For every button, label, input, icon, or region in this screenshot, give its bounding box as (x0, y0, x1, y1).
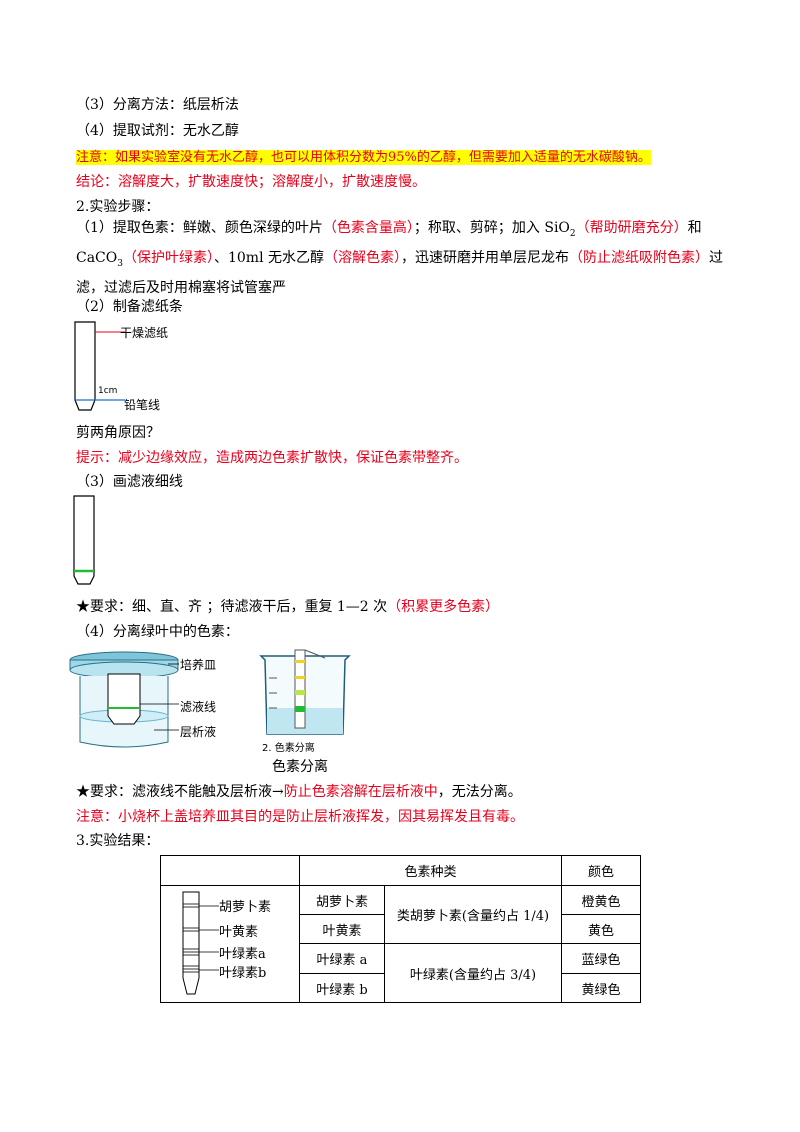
step1-m: 滤，过滤后及时用棉塞将试管塞严 (76, 279, 286, 296)
step1-a: （1）提取色素：鲜嫩、颜色深绿的叶片 (76, 220, 323, 236)
step1-sub2: 2 (569, 228, 576, 239)
step1-sub3: 3 (117, 258, 123, 269)
strip-label-carotene: 胡萝卜素 (219, 900, 272, 915)
requirement-1: ★要求：细、直、齐 ；待滤液干后，重复 1—2 次（积累更多色素） (76, 598, 499, 616)
steps-title: 2.实验步骤： (76, 199, 160, 215)
group-chlorophylls: 叶绿素(含量约占 3/4) (384, 943, 562, 1003)
step1-g: （保护叶绿素） (122, 249, 214, 266)
step1-paragraph: （1）提取色素：鲜嫩、颜色深绿的叶片（色素含量高）；称取、剪碎；加入 SiO2（… (76, 216, 724, 300)
row-name-chlorophyll-b: 叶绿素 b (299, 973, 385, 1003)
filter-line-label: 滤液线 (180, 700, 217, 714)
results-table: 色素种类 颜色 胡萝卜素 叶黄素 叶绿素a 叶绿素b 胡萝卜素 类胡萝卜素(含量… (160, 855, 641, 1003)
solvent-label: 层析液 (180, 725, 217, 739)
strip-label-chlorophyll-a: 叶绿素a (219, 947, 266, 962)
row-name-chlorophyll-a: 叶绿素 a (299, 943, 385, 974)
table-header-kind: 色素种类 (299, 855, 562, 886)
result-strip-figure (182, 891, 219, 995)
hint-edge-effect: 提示：减少边缘效应，造成两边色素扩散快，保证色素带整齐。 (76, 450, 468, 466)
beaker-sublabel: 2. 色素分离 (262, 743, 315, 754)
petri-dish-label: 培养皿 (180, 658, 217, 672)
step1-e: 和 (687, 220, 702, 236)
pencil-line-label: 铅笔线 (124, 398, 161, 412)
conclusion: 结论：溶解度大，扩散速度快；溶解度小，扩散速度慢。 (76, 174, 426, 190)
table-header-empty (160, 855, 300, 886)
step1-h: 、10ml 无水乙醇 (213, 249, 325, 266)
cm-label: 1cm (98, 386, 118, 396)
step1-k: （防止滤纸吸附色素） (569, 249, 710, 266)
step1-c: ；称取、剪碎；加入 SiO (413, 220, 570, 236)
filter-line-strip-figure (73, 495, 95, 585)
results-title: 3.实验结果： (76, 833, 160, 849)
step4-title: （4）分离绿叶中的色素： (76, 624, 239, 640)
requirement-2-text: ★要求：滤液线不能触及层析液→ (76, 784, 284, 800)
row-name-xanthophyll: 叶黄素 (299, 914, 385, 944)
step1-b: （色素含量高） (322, 220, 414, 236)
question-cut-corners: 剪两角原因？ (76, 425, 160, 441)
separation-method: （3）分离方法：纸层析法 (76, 97, 239, 113)
requirement-2-reason: 防止色素溶解在层析液中 (283, 784, 438, 800)
row-color-carotene: 橙黄色 (561, 885, 641, 915)
strip-label-chlorophyll-b: 叶绿素b (219, 966, 267, 981)
group-carotenoids: 类胡萝卜素(含量约占 1/4) (384, 885, 562, 944)
note-ethanol-text: 注意：如果实验室没有无水乙醇，也可以用体积分数为95%的乙醇，但需要加入适量的无… (76, 150, 651, 165)
row-color-chlorophyll-a: 蓝绿色 (561, 943, 641, 974)
pigment-separation-beaker (259, 649, 351, 735)
step1-f: CaCO (76, 249, 118, 266)
step1-l: 过 (709, 249, 724, 266)
requirement-2-end: ，无法分离。 (437, 784, 522, 800)
step1-i: （溶解色素） (324, 249, 402, 266)
requirement-2: ★要求：滤液线不能触及层析液→防止色素溶解在层析液中，无法分离。 (76, 783, 522, 801)
step1-d: （帮助研磨充分） (575, 220, 688, 236)
extraction-reagent: （4）提取试剂：无水乙醇 (76, 123, 239, 139)
step1-j: ，迅速研磨并用单层尼龙布 (401, 249, 570, 266)
result-strip-cell: 胡萝卜素 叶黄素 叶绿素a 叶绿素b (160, 885, 300, 1003)
row-name-carotene: 胡萝卜素 (299, 885, 385, 915)
requirement-1-reason: （积累更多色素） (387, 599, 500, 615)
row-color-xanthophyll: 黄色 (561, 914, 641, 944)
note-petri-dish: 注意：小烧杯上盖培养皿其目的是防止层析液挥发，因其易挥发且有毒。 (76, 809, 524, 825)
step3-title: （3）画滤液细线 (76, 474, 183, 490)
filter-strip-figure (74, 321, 125, 411)
requirement-1-text: ★要求：细、直、齐 ；待滤液干后，重复 1—2 次 (76, 599, 388, 615)
dry-filter-paper-label: 干燥滤纸 (120, 326, 169, 340)
row-color-chlorophyll-b: 黄绿色 (561, 973, 641, 1003)
beaker-petri-dish-figure (69, 651, 179, 748)
step2-title: （2）制备滤纸条 (76, 299, 183, 315)
table-header-color: 颜色 (561, 855, 641, 886)
figure-caption: 色素分离 (272, 759, 328, 775)
note-ethanol: 注意：如果实验室没有无水乙醇，也可以用体积分数为95%的乙醇，但需要加入适量的无… (76, 148, 651, 167)
strip-label-xanthophyll: 叶黄素 (219, 925, 259, 940)
